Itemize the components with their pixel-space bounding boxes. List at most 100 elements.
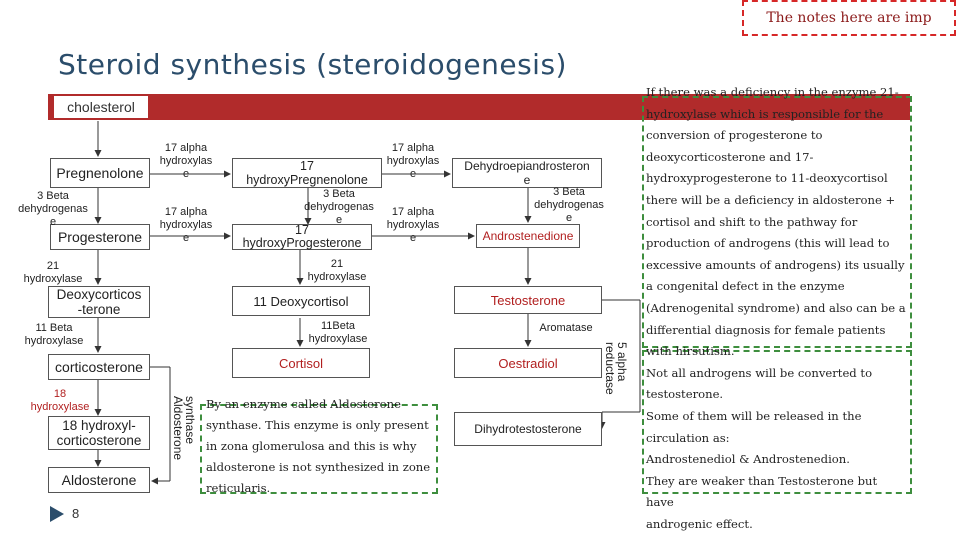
side-note-line: excessive amounts of androgens) its usua… (646, 257, 905, 272)
enzyme-label: 3 Beta (323, 188, 355, 200)
enzyme-label: 17 alpha (391, 206, 435, 218)
side-note-line: circulation as: (646, 430, 730, 445)
deoxycortisol-box: 11 Deoxycortisol (232, 286, 370, 316)
enzyme-label: dehydrogenas (304, 201, 374, 213)
side-note-line: Androstenediol & Androstenedion. (646, 452, 850, 467)
enzyme-label: e (182, 232, 190, 244)
enzyme-label: 11 Beta (35, 322, 73, 334)
enzyme-21-hydroxylase-a: 21 hydroxylase (18, 260, 88, 286)
enzyme-11-beta-hydroxylase-b: 11Beta hydroxylase (302, 320, 374, 346)
enzyme-label: 17 alpha (164, 142, 208, 154)
progesterone-box: Progesterone (50, 224, 150, 250)
enzyme-label: hydroxylas (386, 219, 440, 231)
androstenedione-box: Androstenedione (476, 224, 580, 248)
side-note-line: conversion of progesterone to (646, 128, 823, 143)
deoxycorticosterone-label-2: -terone (77, 302, 121, 317)
aldosterone-note-line: By an enzyme called Aldosterone (206, 397, 401, 411)
enzyme-label: e (565, 212, 573, 224)
slide-title: Steroid synthesis (steroidogenesis) (58, 48, 567, 81)
side-note-line: with hirsutism. (646, 344, 735, 359)
dihydrotestosterone-box: Dihydrotestosterone (454, 412, 602, 446)
enzyme-label: dehydrogenas (534, 199, 604, 211)
enzyme-label: e (409, 168, 417, 180)
aldosterone-box: Aldosterone (48, 467, 150, 493)
corticosterone-box: corticosterone (48, 354, 150, 380)
aldosterone-note-line: reticularis. (206, 481, 271, 495)
dhea-label-1: Dehydroepiandrosteron (464, 159, 590, 173)
hydroxycorticosterone-label-2: corticosterone (56, 433, 142, 448)
enzyme-label: 18 (53, 388, 67, 400)
hydroxycorticosterone-label-1: 18 hydroxyl- (62, 418, 136, 433)
enzyme-17-alpha-hydroxylase-c: 17 alpha hydroxylas e (380, 142, 446, 181)
enzyme-aldosterone-synthase: Aldosterone synthase (171, 396, 197, 461)
enzyme-label: 17 alpha (164, 206, 208, 218)
hydroxyprogesterone-label-1: 17 (295, 223, 309, 237)
corticosterone-label: corticosterone (55, 359, 143, 375)
enzyme-label: e (335, 214, 343, 226)
aldosterone-note: By an enzyme called Aldosterone synthase… (206, 394, 442, 499)
aldosterone-note-frame (200, 404, 438, 494)
side-note-line: deoxycorticosterone and 17- (646, 149, 814, 164)
enzyme-11-beta-hydroxylase-a: 11 Beta hydroxylase (18, 322, 90, 348)
side-note-line: Not all androgens will be converted to (646, 365, 873, 380)
aldosterone-note-line: aldosterone is not synthesized in zone (206, 460, 431, 474)
enzyme-label: hydroxylase (307, 271, 367, 283)
enzyme-label: 21 (46, 260, 60, 272)
deoxycorticosterone-label-1: Deoxycorticos (56, 287, 142, 302)
enzyme-18-hydroxylase: 18 hydroxylase (22, 388, 98, 414)
side-note-line: (Adrenogenital syndrome) and also can be… (646, 300, 906, 315)
enzyme-label: 17 alpha (391, 142, 435, 154)
cholesterol-label: cholesterol (54, 96, 148, 118)
side-note-line: Some of them will be released in the (646, 408, 862, 423)
enzyme-3-beta-dehydrogenase-b: 3 Beta dehydrogenas e (296, 188, 382, 227)
enzyme-label: 3 Beta (553, 186, 585, 198)
enzyme-label: 5 alpha (615, 342, 629, 382)
page-number: 8 (72, 506, 80, 521)
hydroxypregnenolone-label-1: 17 (300, 159, 314, 173)
enzyme-label: Aromatase (539, 322, 593, 334)
testosterone-box: Testosterone (454, 286, 602, 314)
deoxycorticosterone-box: Deoxycorticos -terone (48, 286, 150, 318)
enzyme-label: e (409, 232, 417, 244)
oestradiol-label: Oestradiol (498, 355, 558, 371)
deoxycortisol-label: 11 Deoxycortisol (253, 293, 349, 309)
enzyme-3-beta-dehydrogenase-a: 3 Beta dehydrogenas e (6, 190, 100, 229)
side-note-line: differential diagnosis for female patien… (646, 322, 886, 337)
enzyme-17-alpha-hydroxylase-a: 17 alpha hydroxylas e (150, 142, 222, 181)
dihydrotestosterone-label: Dihydrotestosterone (474, 422, 582, 436)
slide-marker-icon (50, 506, 64, 522)
enzyme-label: hydroxylas (159, 219, 213, 231)
side-note-line: there will be a deficiency in aldosteron… (646, 192, 896, 207)
hydroxyprogesterone-box: 17 hydroxyProgesterone (232, 224, 372, 250)
side-note-line: production of androgens (this will lead … (646, 236, 890, 251)
aldosterone-note-line: synthase. This enzyme is only present (206, 418, 429, 432)
side-note-line: If there was a deficiency in the enzyme … (646, 85, 899, 99)
side-note-line: cortisol and shift to the pathway for (646, 214, 858, 229)
enzyme-label: hydroxylas (159, 155, 213, 167)
top-note: The notes here are imp (742, 0, 956, 36)
pregnenolone-label: Pregnenolone (56, 165, 144, 181)
enzyme-17-alpha-hydroxylase-d: 17 alpha hydroxylas e (380, 206, 446, 245)
progesterone-label: Progesterone (57, 229, 143, 245)
cholesterol-banner (48, 94, 910, 120)
side-notes: If there was a deficiency in the enzyme … (646, 82, 908, 535)
enzyme-aromatase: Aromatase (530, 322, 602, 335)
side-note-frame-1 (642, 96, 912, 348)
androstenedione-label: Androstenedione (482, 229, 574, 243)
side-note-line: hydroxylase which is responsible for the (646, 106, 884, 121)
aldosterone-note-line: in zona glomerulosa and this is why (206, 439, 417, 453)
cortisol-label: Cortisol (278, 355, 324, 371)
side-note-line: androgenic effect. (646, 516, 753, 531)
hydroxycorticosterone-box: 18 hydroxyl- corticosterone (48, 416, 150, 450)
enzyme-label: e (182, 168, 190, 180)
enzyme-label: 21 (330, 258, 344, 270)
enzyme-label: hydroxylase (23, 273, 83, 285)
enzyme-label: hydroxylas (386, 155, 440, 167)
hydroxypregnenolone-label-2: hydroxyPregnenolone (246, 173, 368, 187)
enzyme-label: Aldosterone (171, 396, 185, 461)
enzyme-5-alpha-reductase: 5 alpha reductase (603, 342, 629, 395)
hydroxyprogesterone-label-2: hydroxyProgesterone (242, 236, 362, 250)
oestradiol-box: Oestradiol (454, 348, 602, 378)
testosterone-label: Testosterone (490, 292, 566, 308)
